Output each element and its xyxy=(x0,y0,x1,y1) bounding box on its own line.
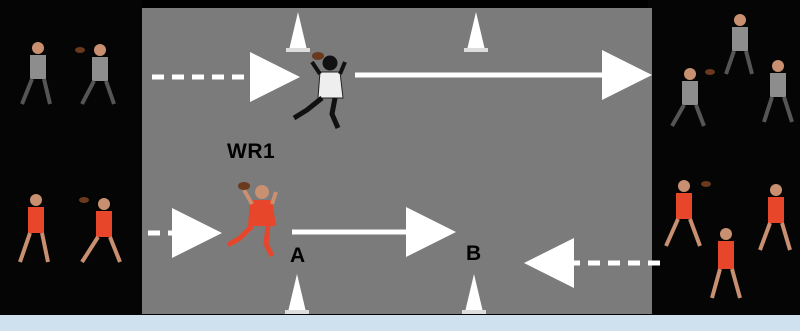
right-red-player-2 xyxy=(758,184,792,251)
receiver-player-figure xyxy=(292,52,347,129)
bottom-border xyxy=(0,315,800,331)
right-sideline xyxy=(648,0,800,331)
right-grey-player-2 xyxy=(670,68,715,127)
right-red-player-1 xyxy=(664,180,711,247)
label-point-a: A xyxy=(290,244,306,267)
cone-bottom-left xyxy=(285,274,309,314)
left-red-player-2 xyxy=(79,197,122,264)
left-red-player-1 xyxy=(18,194,50,263)
label-point-b: B xyxy=(466,242,482,265)
label-wr1: WR1 xyxy=(227,140,276,163)
cone-top-right xyxy=(464,12,488,52)
right-grey-player-1 xyxy=(724,14,754,75)
cone-bottom-right xyxy=(462,274,486,314)
right-grey-player-3 xyxy=(762,60,794,123)
runner-player-figure xyxy=(226,182,278,258)
left-grey-player-1 xyxy=(20,42,52,105)
left-grey-player-2 xyxy=(75,44,116,105)
right-red-player-3 xyxy=(710,228,742,299)
left-sideline xyxy=(0,0,142,331)
cone-top-left xyxy=(286,12,310,52)
